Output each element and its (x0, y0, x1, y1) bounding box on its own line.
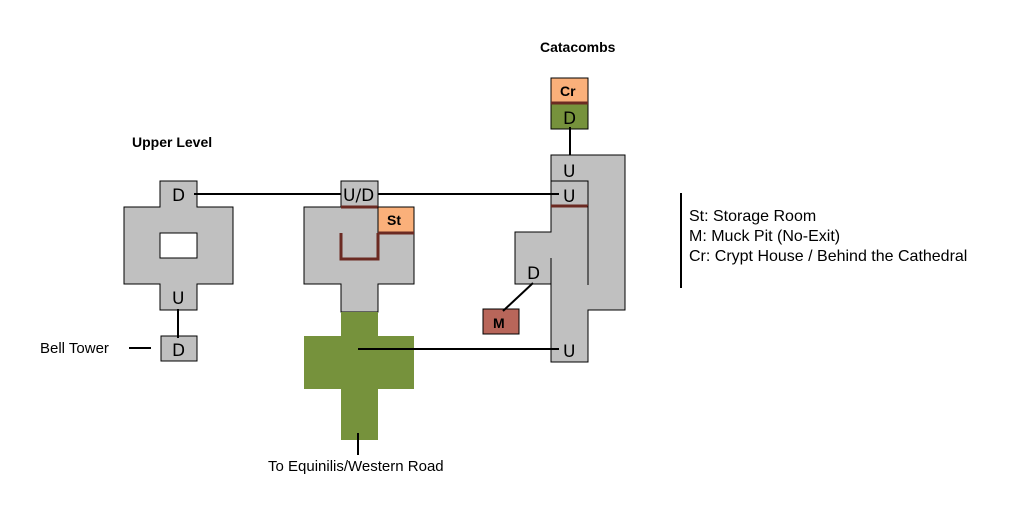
muck-marker[interactable]: M (493, 315, 505, 331)
bell-tower-label: Bell Tower (40, 340, 109, 357)
bell-tower-down-marker[interactable]: D (172, 341, 185, 361)
storage-room (377, 206, 415, 234)
catacombs-title: Catacombs (540, 39, 616, 55)
exit-road-label: To Equinilis/Western Road (268, 458, 444, 475)
catacombs-up-top-marker[interactable]: U (563, 162, 575, 182)
crypt-down-marker[interactable]: D (563, 109, 576, 129)
crypt-marker[interactable]: Cr (560, 83, 576, 99)
catacombs-up-second-marker[interactable]: U (563, 187, 575, 207)
upper-level-up-marker[interactable]: U (172, 289, 184, 309)
muck-pit (482, 308, 520, 335)
catacombs-room (514, 154, 626, 363)
up-down-marker[interactable]: U/D (343, 186, 374, 206)
legend-item-muck: M: Muck Pit (No-Exit) (689, 228, 840, 245)
upper-level-courtyard (159, 232, 198, 259)
upper-level-room (123, 180, 234, 311)
muck-link (502, 282, 534, 312)
legend-item-crypt: Cr: Crypt House / Behind the Cathedral (689, 248, 967, 265)
legend-item-storage: St: Storage Room (689, 208, 816, 225)
upper-level-title: Upper Level (132, 134, 212, 150)
catacombs-down-marker[interactable]: D (527, 264, 540, 284)
inner-wall (339, 233, 380, 261)
bell-tower-room (160, 335, 198, 362)
entrance-cross (304, 312, 414, 440)
storage-marker[interactable]: St (387, 212, 401, 228)
upper-level-down-marker[interactable]: D (172, 186, 185, 206)
catacombs-up-bottom-marker[interactable]: U (563, 342, 575, 362)
